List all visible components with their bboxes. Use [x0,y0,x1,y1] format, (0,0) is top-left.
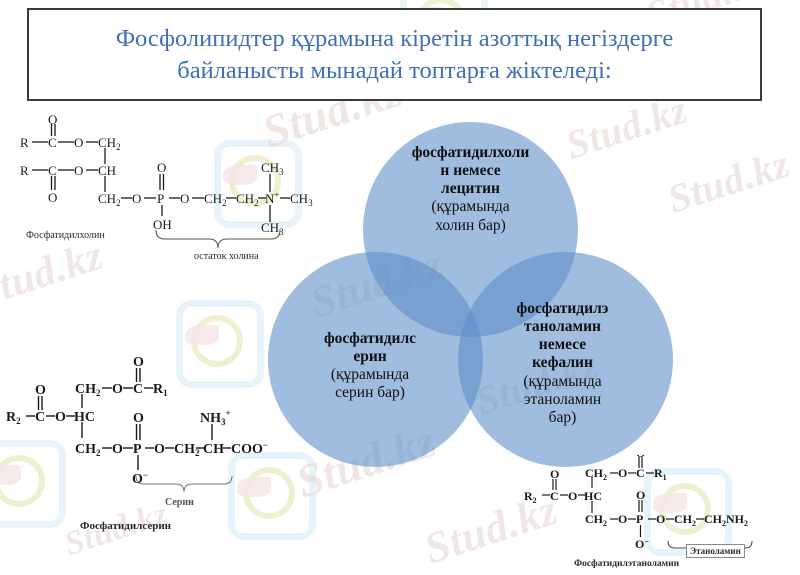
venn-label-line: этаноламин [523,390,602,408]
atom-label: O [636,455,645,460]
atom-label: C [35,410,45,425]
venn-label-phosphatidylcholine: фосфатидилхоли н немесе лецитин (құрамын… [368,144,573,235]
atom-label: P [133,442,142,457]
atom-label: O [133,411,144,426]
atom-label: CH2 [204,191,227,208]
venn-label-line: (құрамында [523,372,602,390]
atom-label: O [618,466,627,480]
title-line-1: Фосфолипидтер құрамына кіретін азоттық н… [115,25,674,53]
atom-label: O [74,163,83,178]
venn-label-line: немесе [538,336,587,354]
venn-label-line: фосфатидилс [323,330,417,347]
atom-label: C [133,382,143,397]
atom-label: O [618,512,627,526]
phosphatidylcholine-formula: R C O O CH2 R C O O CH CH2 O P O OH O CH… [20,112,313,249]
structure-phosphatidylserine: R2 C O O HC CH2 O C O R1 CH2 O P O O− O … [2,352,272,532]
bracket-label-ethanolamine: Этаноламин [686,544,745,558]
atom-label: CH [203,442,224,457]
atom-label: O [157,160,166,175]
venn-label-line: н немесе [440,162,501,180]
atom-label: CH2 [75,442,101,458]
venn-label-line: ерин [353,348,387,366]
atom-label: R [20,135,29,150]
venn-label-line: (құрамында [330,366,410,384]
venn-label-line: фосфатидилхоли [411,144,530,161]
venn-diagram: фосфатидилхоли н немесе лецитин (құрамын… [268,122,673,467]
atom-label: O [112,382,123,397]
atom-label: O [636,488,645,502]
atom-label: R [20,163,29,178]
watermark-text: Stud.kz [662,140,795,222]
atom-label: P [636,512,643,526]
venn-label-line: фосфатидилэ [516,300,609,317]
atom-label: O [55,410,66,425]
phosphatidylserine-formula: R2 C O O HC CH2 O C O R1 CH2 O P O O− O … [6,355,268,493]
atom-label: O [550,467,559,481]
bracket-label-choline-residue: остаток холина [194,251,259,262]
venn-label-line: кефалин [532,354,593,372]
structure-phosphatidylcholine: R C O O CH2 R C O O CH CH2 O P O OH O CH… [8,112,338,262]
structure-phosphatidylethanolamine: R2 C O O HC CH2 O C O R1 CH2 O P O O− O … [520,455,798,569]
atom-label: HC [74,410,95,425]
atom-label: R1 [153,382,168,398]
atom-label: HC [584,489,602,503]
atom-label: CH2 [674,512,696,528]
atom-label: CH2 [174,442,200,458]
venn-label-line: лецитин [441,180,500,198]
atom-label: O [154,442,165,457]
atom-label: CH2 [75,382,101,398]
atom-label: O− [132,470,148,487]
venn-label-line: холин бар) [435,216,506,234]
atom-label: O [35,383,46,398]
atom-label: O [48,190,57,205]
title-line-2: байланысты мынадай топтарға жіктеледі: [177,56,612,84]
atom-label: OH [153,217,172,232]
structure-name-phosphatidylcholine: Фосфатидилхолин [26,230,105,241]
atom-label: CH2 [585,512,607,528]
atom-label: O [132,191,141,206]
atom-label: NH3+ [200,408,231,427]
venn-circle-phosphatidylserine [268,252,483,467]
venn-circle-phosphatidylethanolamine [458,252,673,467]
venn-label-line: (құрамында [431,198,510,216]
venn-label-phosphatidylserine: фосфатидилс ерин (құрамында серин бар) [270,330,470,403]
atom-label: O [180,191,189,206]
atom-label: CH2 [98,191,121,208]
page-title: Фосфолипидтер құрамына кіретін азоттық н… [104,23,686,86]
atom-label: COO− [231,440,268,457]
bracket-label-serine: Серин [165,497,194,508]
atom-label: O [568,489,577,503]
venn-label-line: бар) [548,408,577,426]
phosphatidylethanolamine-formula: R2 C O O HC CH2 O C O R1 CH2 O P O O− O … [524,455,753,555]
atom-label: CH [98,163,116,178]
atom-label: C [48,135,57,150]
venn-label-phosphatidylethanolamine: фосфатидилэ таноламин немесе кефалин (құ… [460,300,665,427]
atom-label: C [636,466,645,480]
atom-label: CH2 [98,135,121,152]
atom-label: C [550,489,559,503]
atom-label: CH2NH2 [704,512,748,528]
atom-label: P [157,191,164,206]
structure-name-phosphatidylethanolamine: Фосфатидилэтаноламин [574,559,680,569]
atom-label: R1 [654,466,667,482]
venn-label-line: серин бар) [335,384,405,402]
structure-name-phosphatidylserine: Фосфатидилсерин [80,520,172,532]
atom-label: R2 [524,489,537,505]
atom-label: O [48,112,57,127]
atom-label: O− [635,537,649,551]
title-box: Фосфолипидтер құрамына кіретін азоттық н… [27,8,762,101]
atom-label: C [48,163,57,178]
atom-label: R2 [6,410,21,426]
atom-label: O [656,512,665,526]
atom-label: O [74,135,83,150]
venn-label-line: таноламин [524,318,601,336]
atom-label: CH3 [261,160,284,177]
atom-label: CH2 [585,466,607,482]
atom-label: O [133,355,144,370]
atom-label: O [112,442,123,457]
atom-label: CH2 [236,191,259,208]
